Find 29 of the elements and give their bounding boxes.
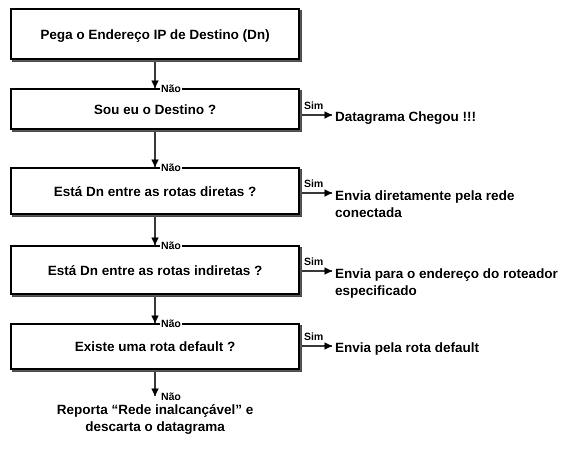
arrow [151,370,159,396]
outcome-text: Envia diretamente pela rede conectada [335,187,516,221]
edge-label: Não [160,240,182,252]
arrow [300,189,332,197]
edge-label: Sim [303,178,324,190]
arrow [151,130,159,167]
edge-label: Sim [303,331,324,343]
box-text: Sou eu o Destino ? [94,102,216,116]
box-text: Pega o Endereço IP de Destino (Dn) [40,26,270,42]
outcome-text: Envia pela rota default [335,338,480,356]
box-text: Está Dn entre as rotas diretas ? [54,184,256,198]
edge-label: Sim [303,100,324,112]
edge-label: Não [160,162,182,174]
outcome-text: Datagrama Chegou !!! [335,108,476,124]
arrow [300,111,332,119]
process-box [10,8,300,60]
arrow [300,342,332,350]
outcome-text: Reporta “Rede inalcançável” e descarta o datagrama [56,401,254,435]
box-text: Está Dn entre as rotas indiretas ? [48,262,262,278]
edge-label: Não [160,318,182,330]
arrow [151,295,159,323]
arrow [300,267,332,275]
box-text: Existe uma rota default ? [74,339,236,354]
edge-label: Não [160,391,182,403]
arrow [151,60,159,88]
edge-label: Não [160,83,182,95]
arrow [151,215,159,245]
edge-label: Sim [303,256,324,268]
outcome-text: Envia para o endereço do roteador especificado [335,265,559,299]
